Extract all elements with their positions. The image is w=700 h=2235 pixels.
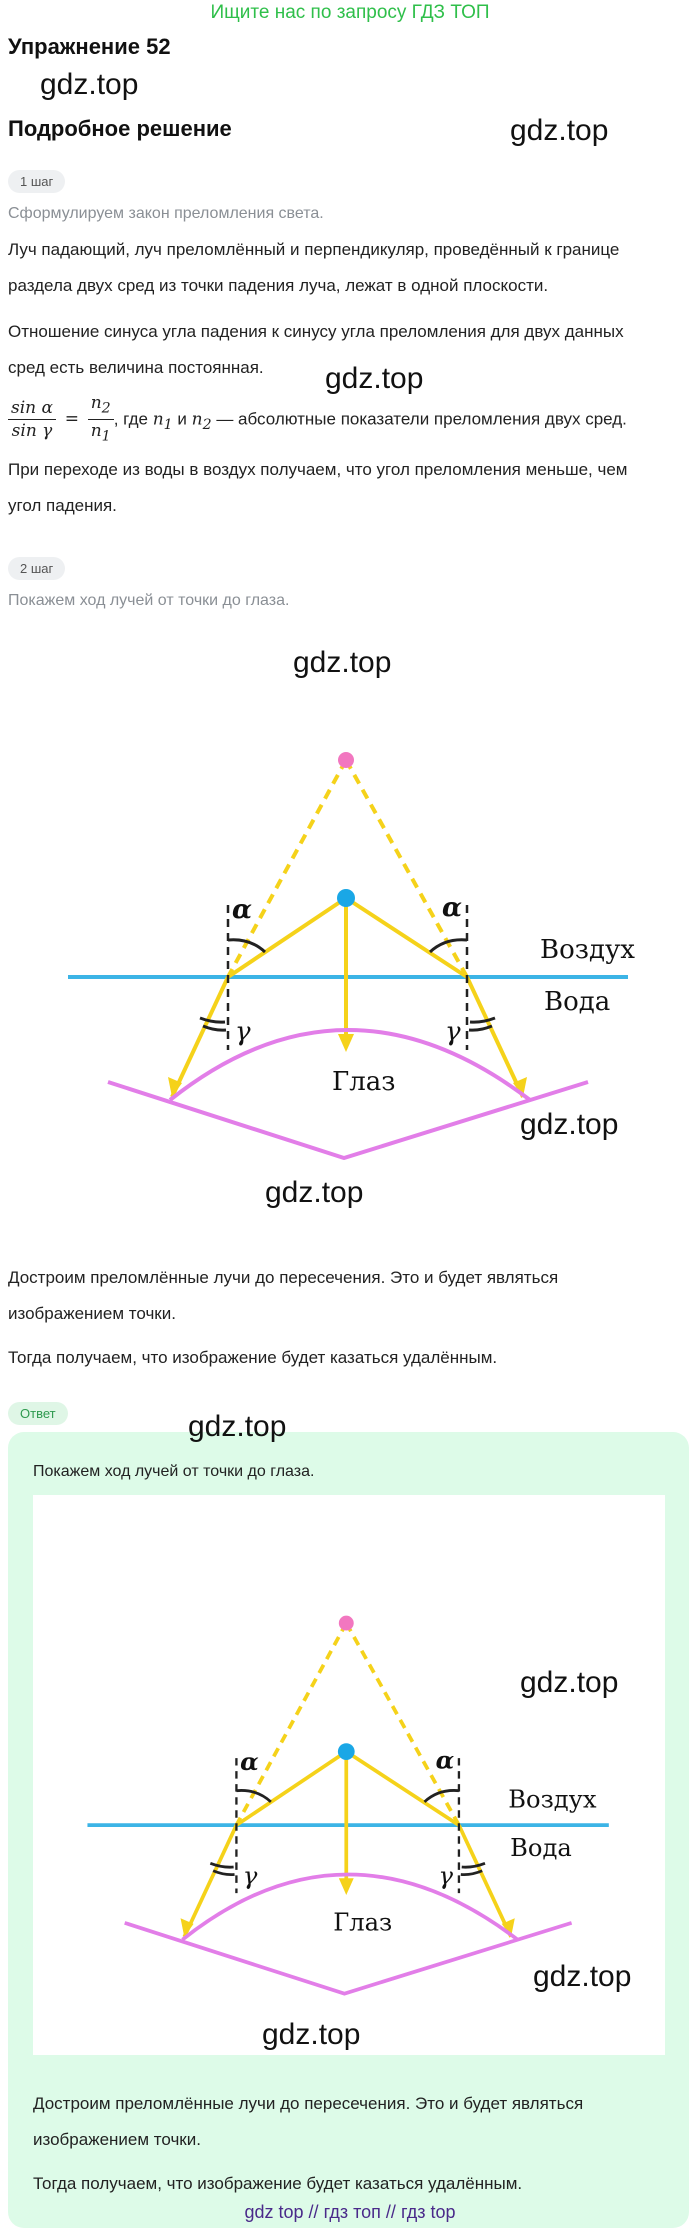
arrowhead-center (338, 1878, 354, 1895)
alpha-label-left: α (232, 895, 252, 925)
step2-p1-line1: Достроим преломлённые лучи до пересечени… (8, 1268, 559, 1287)
footer-link-1[interactable]: gdz top (244, 2202, 304, 2222)
footer-separator: // (308, 2202, 319, 2222)
step1-p2-line1: Отношение синуса угла падения к синусу у… (8, 322, 624, 341)
step1-intro: Сформулируем закон преломления света. (8, 205, 324, 222)
dashed-ray-left (226, 759, 348, 978)
eye-upper-lid (168, 1028, 532, 1102)
answer-intro: Покажем ход лучей от точки до глаза. (33, 1463, 315, 1480)
label-air: Воздух (508, 1785, 597, 1813)
angle-arc-gamma-left-1 (209, 1862, 234, 1869)
step1-p1-line2: раздела двух сред из точки падения луча,… (8, 276, 549, 295)
watermark: gdz.top (325, 362, 424, 395)
refracted-ray-right (465, 976, 525, 1098)
label-air: Воздух (540, 935, 635, 965)
label-water: Вода (510, 1834, 572, 1862)
footer-separator: // (385, 2202, 396, 2222)
step1-p2-line2: сред есть величина постоянная. (8, 358, 264, 377)
refracted-ray-left (182, 1824, 239, 1938)
watermark: gdz.top (520, 1666, 619, 1699)
angle-arc-gamma-right-1 (461, 1862, 486, 1869)
eye-upper-lid (181, 1872, 519, 1942)
angle-arc-gamma-left-2 (212, 1869, 235, 1877)
arrowhead-right (501, 1918, 515, 1937)
step1-p1-line1: Луч падающий, луч преломлённый и перпенд… (8, 240, 620, 259)
footer-link-2[interactable]: гдз топ (323, 2202, 381, 2222)
step2-p2: Тогда получаем, что изображение будет ка… (8, 1348, 498, 1367)
angle-arc-alpha-left (227, 938, 267, 954)
alpha-label-right: α (436, 1745, 455, 1774)
alpha-label-right: α (442, 893, 462, 923)
eye-lower-lid (124, 1921, 573, 1996)
gamma-label-right: γ (438, 1862, 453, 1890)
index-ratio: n2 n1 (87, 392, 114, 448)
refracted-ray-right (457, 1824, 513, 1938)
watermark: gdz.top (510, 114, 609, 147)
apparent-ray-right (345, 1750, 460, 1827)
watermark: gdz.top (188, 1410, 287, 1443)
gamma-label-left: γ (235, 1017, 251, 1047)
angle-arc-alpha-left (236, 1789, 272, 1803)
watermark: gdz.top (265, 1176, 364, 1209)
angle-arc-gamma-right-2 (460, 1869, 483, 1877)
arrowhead-left (180, 1918, 194, 1937)
source-point (338, 752, 354, 768)
dashed-ray-right (344, 1622, 461, 1827)
refraction-diagram-answer: α α γ γ Воздух Вода Глаз (87, 1615, 609, 1996)
step2-p1-line2: изображением точки. (8, 1304, 176, 1323)
answer-p1-line1: Достроим преломлённые лучи до пересечени… (33, 2094, 584, 2113)
step-badge-1: 1 шаг (8, 170, 66, 193)
sine-ratio: sin α sin γ (8, 397, 56, 442)
step2-intro: Покажем ход лучей от точки до глаза. (8, 592, 290, 609)
watermark: gdz.top (262, 2018, 361, 2051)
angle-arc-gamma-right-2 (468, 1024, 493, 1032)
answer-p1-line2: изображением точки. (33, 2130, 201, 2149)
exercise-title: Упражнение 52 (8, 34, 171, 59)
arrowhead-right (513, 1077, 527, 1097)
refracted-ray-left (170, 976, 230, 1098)
step1-p3-line2: угол падения. (8, 496, 117, 515)
watermark: gdz.top (533, 1960, 632, 1993)
apparent-ray-left (235, 1750, 348, 1827)
arrowhead-left (168, 1077, 182, 1097)
eye-lower-lid (107, 1080, 589, 1160)
apparent-ray-left (226, 896, 348, 979)
label-water: Вода (544, 987, 610, 1017)
dashed-ray-left (234, 1622, 348, 1827)
angle-arc-alpha-right (423, 1789, 460, 1803)
section-title: Подробное решение (8, 116, 232, 141)
footer-link-3[interactable]: гдз top (400, 2202, 456, 2222)
object-point (337, 1743, 355, 1760)
gamma-label-right: γ (445, 1017, 461, 1047)
refraction-formula: sin α sin γ = n2 n1 , где n1 и n2 — абсо… (8, 392, 627, 448)
footer-links: gdz top // гдз топ // гдз top (0, 2202, 700, 2223)
watermark: gdz.top (40, 68, 139, 101)
angle-arc-gamma-left-2 (202, 1024, 227, 1032)
watermark: gdz.top (520, 1108, 619, 1141)
answer-p2: Тогда получаем, что изображение будет ка… (33, 2174, 523, 2193)
alpha-label-left: α (240, 1747, 259, 1776)
dashed-ray-right (344, 759, 469, 978)
watermark: gdz.top (293, 646, 392, 679)
angle-arc-gamma-left-1 (199, 1016, 226, 1024)
step1-p3-line1: При переходе из воды в воздух получаем, … (8, 460, 628, 479)
apparent-ray-right (344, 896, 469, 979)
gamma-label-left: γ (243, 1862, 258, 1890)
label-eye: Глаз (333, 1908, 392, 1936)
object-point (337, 889, 355, 907)
source-point (338, 1615, 354, 1631)
step-badge-2: 2 шаг (8, 557, 66, 580)
label-eye: Глаз (332, 1067, 395, 1097)
angle-arc-alpha-right (428, 938, 468, 954)
angle-arc-gamma-right-1 (469, 1016, 496, 1024)
refraction-diagram: α α γ γ Воздух Вода Глаз (68, 752, 635, 1160)
answer-diagram-panel (33, 1495, 665, 2055)
search-hint-link[interactable]: Ищите нас по запросу ГДЗ ТОП (210, 2, 490, 23)
arrowhead-center (338, 1034, 354, 1052)
answer-badge: Ответ (8, 1402, 68, 1425)
